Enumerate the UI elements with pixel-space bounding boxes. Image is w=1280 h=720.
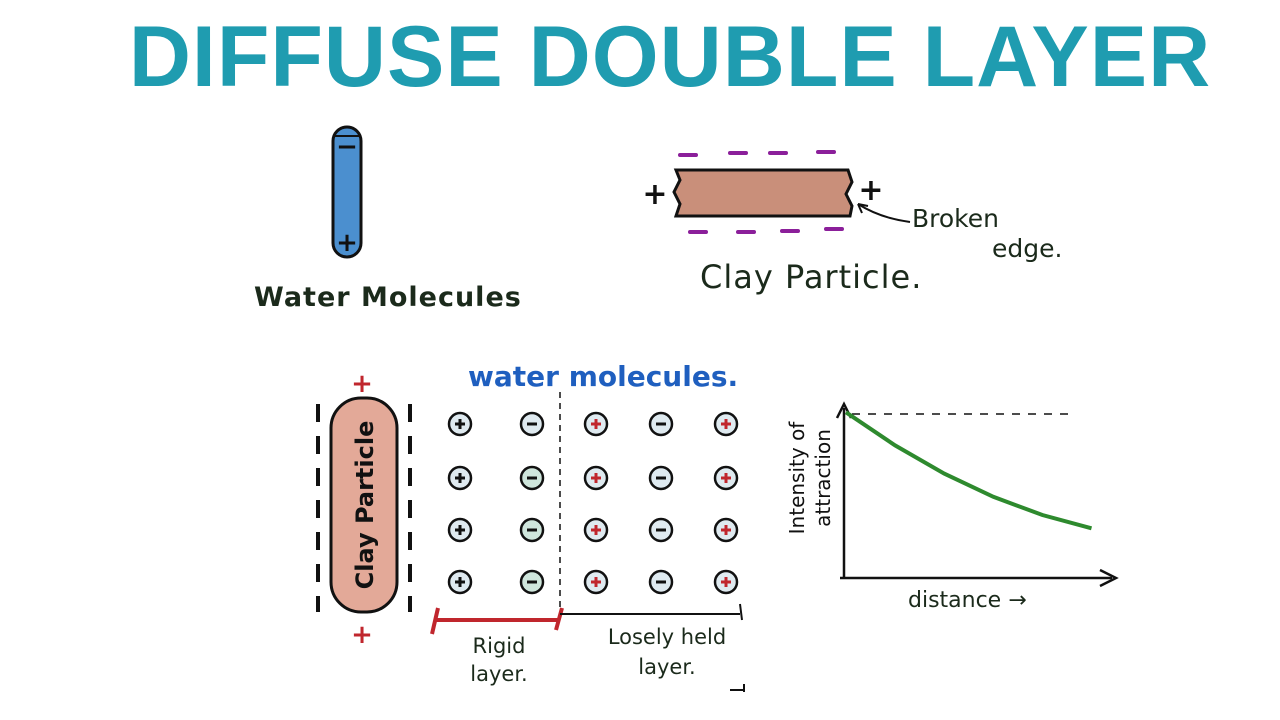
arrow-head-icon <box>857 203 869 214</box>
rigid-layer-line1: Rigid <box>472 634 526 658</box>
anion-ion <box>519 411 545 437</box>
loose-layer-line2: layer. <box>638 655 696 679</box>
water-molecule-figure: − + <box>331 125 363 259</box>
anion-ion <box>648 517 674 543</box>
cation-ion <box>583 411 609 437</box>
clay-particle-figure: + + <box>642 150 911 234</box>
clay-top-sign: + <box>351 369 373 399</box>
water-molecule-negative-sign: − <box>336 132 358 162</box>
clay-right-edge-sign: + <box>858 173 883 208</box>
bracket-tick <box>739 603 743 621</box>
anion-ion <box>519 517 545 543</box>
ion-grid <box>447 411 739 595</box>
anion-ion <box>648 411 674 437</box>
bracket-tick-left <box>430 607 440 635</box>
cation-ion <box>713 465 739 491</box>
loose-layer-line1: Losely held <box>607 625 727 649</box>
clay-particle-top-charges <box>678 150 836 157</box>
rigid-layer-line2: layer. <box>470 662 528 686</box>
x-axis-arrow-icon <box>1099 568 1119 588</box>
cation-ion <box>713 517 739 543</box>
cation-ion <box>447 517 473 543</box>
water-molecules-heading: water molecules. <box>468 360 739 393</box>
y-axis-label-line2: attraction <box>811 429 835 527</box>
x-axis-label: distance → <box>908 588 1027 613</box>
anion-ion <box>519 569 545 595</box>
broken-edge-arrow <box>857 203 911 223</box>
cation-ion <box>583 465 609 491</box>
cation-ion <box>713 411 739 437</box>
anion-ion <box>648 569 674 595</box>
attraction-curve <box>844 410 1093 531</box>
attraction-chart: Intensity of attraction <box>785 401 1119 588</box>
cation-ion <box>583 517 609 543</box>
clay-particle-body <box>672 168 854 218</box>
water-molecule-positive-sign: + <box>336 228 358 258</box>
water-molecule-body <box>331 125 363 259</box>
vertical-clay-particle <box>329 396 399 614</box>
water-molecule-label: Water Molecules <box>254 282 522 313</box>
vertical-clay-label: Clay Particle <box>351 421 379 590</box>
broken-edge-line1: Broken <box>912 204 999 233</box>
cation-ion <box>583 569 609 595</box>
anion-ion <box>519 465 545 491</box>
broken-edge-label: Broken edge. <box>912 204 1062 264</box>
cation-ion <box>447 411 473 437</box>
clay-left-edge-sign: + <box>642 177 667 212</box>
layer-diagram: Clay Particle + + <box>316 369 745 692</box>
cation-ion <box>447 569 473 595</box>
loose-layer-label: Losely held layer. <box>592 622 742 682</box>
clay-bottom-sign: + <box>351 620 373 650</box>
rigid-layer-label: Rigid layer. <box>454 632 544 688</box>
broken-edge-line2: edge. <box>992 234 1063 263</box>
clay-particle-bottom-charges <box>688 227 844 234</box>
anion-ion <box>648 465 674 491</box>
clay-particle-label: Clay Particle. <box>700 258 923 296</box>
cation-ion <box>447 465 473 491</box>
page-title: DIFFUSE DOUBLE LAYER <box>128 9 1212 105</box>
y-axis-label-line1: Intensity of <box>785 421 809 535</box>
cation-ion <box>713 569 739 595</box>
bracket-tick-right <box>554 607 564 631</box>
